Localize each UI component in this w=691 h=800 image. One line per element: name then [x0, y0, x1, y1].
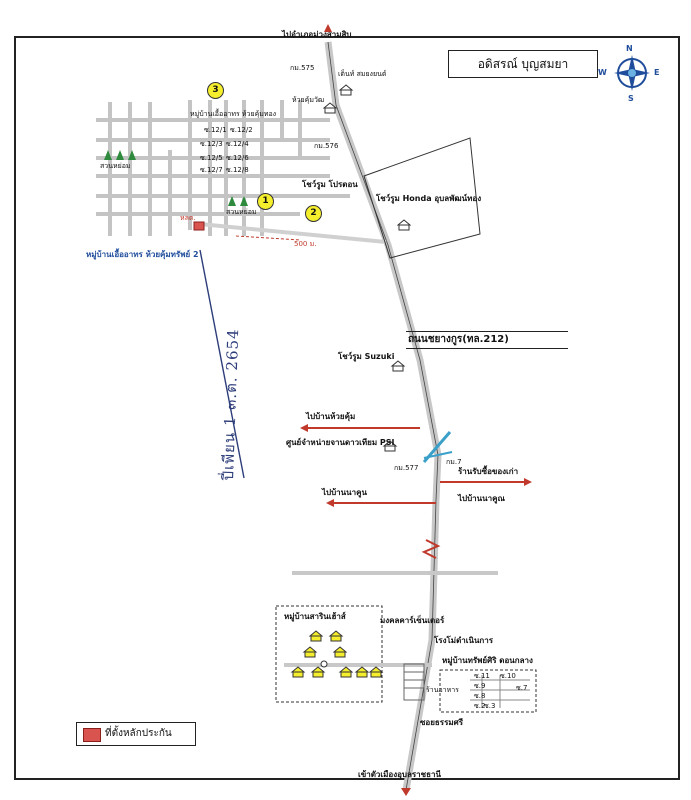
compass-e: E: [654, 68, 660, 77]
compass-w: W: [598, 68, 607, 77]
showroom-proton-label: โชว์รูม โปรตอน: [302, 180, 358, 189]
soi-label-n4: ซ.12/4: [226, 140, 249, 148]
soi-label-n1: ซ.12/1: [204, 126, 227, 134]
access-road: [199, 222, 387, 244]
village-north-label: หมู่บ้านเอื้ออาทร ห้วยคุ้มทอง: [190, 110, 277, 118]
marker-3: 3: [207, 82, 224, 99]
srisuk-block: [439, 669, 537, 713]
showroom-honda-label: โชว์รูม Honda อุบลพัฒน์ทอง: [376, 194, 482, 203]
village-srisuk-label: หมู่บ้านทรัพย์ศิริ ดอนกลาง: [442, 656, 533, 665]
main-road-label: ถนนชยางกูร(ทล.212): [406, 331, 568, 349]
creek: [422, 431, 452, 463]
arrow-south: [401, 788, 411, 796]
soi-label-n7: ซ.12/7: [200, 166, 223, 174]
tree-icons: [104, 150, 248, 206]
mongkol-label: มงคลคาร์เซ็นเตอร์: [380, 616, 445, 625]
collateral-plot-marker: [193, 221, 205, 231]
to-nakhun-w-label: ไปบ้านนาคูน: [322, 488, 367, 497]
soi-label-s2: ซ.10: [500, 672, 516, 680]
compass-s: S: [628, 94, 634, 103]
soi-label-s6: ซ.3: [484, 702, 496, 710]
shop-label: ร้านอาหาร: [426, 686, 459, 694]
arrow-north: [324, 24, 332, 32]
soi-label-n2: ซ.12/2: [230, 126, 253, 134]
soi-label-s4: ซ.8: [474, 692, 486, 700]
sarin-block: [275, 605, 383, 703]
used-shop-label: ร้านรับซื้อของเก่า: [458, 467, 519, 476]
km575-label: กม.575: [290, 64, 315, 72]
honda-lot: [363, 137, 481, 259]
soi-label: ซอยธรรมศรี: [420, 718, 464, 727]
soi-label-n6: ซ.12/6: [226, 154, 249, 162]
huaykhum-label: ห้วยคุ้มวัฒ: [292, 96, 325, 104]
to-nakhun-e-label: ไปบ้านนาคูณ: [458, 494, 505, 503]
garden2-label: สวนหย่อม: [226, 208, 257, 216]
soi-label-s7: ซ.2: [474, 702, 486, 710]
psi-label: ศูนย์จำหน่ายจานดาวเทียม PSI: [286, 438, 395, 447]
creek-2: [423, 451, 453, 459]
soi-label-s3: ซ.9: [474, 682, 486, 690]
soi-label-s1: ซ.11: [474, 672, 490, 680]
tent-label: เต็นท์ สมยงยนต์: [338, 70, 387, 78]
village-sarin-label: หมู่บ้านสารินเฮ้าส์: [284, 612, 346, 621]
distance-label: 500 ม.: [294, 240, 317, 248]
suzuki-label: โชว์รูม Suzuki: [338, 352, 395, 361]
compass-icon: [614, 55, 650, 91]
soi-label-n8: ซ.12/8: [226, 166, 249, 174]
marker-2: 2: [305, 205, 322, 222]
km576-label: กม.576: [314, 142, 339, 150]
legend: ที่ตั้งหลักประกัน: [76, 722, 196, 746]
legend-label: ที่ตั้งหลักประกัน: [105, 728, 172, 739]
house-icons: [322, 84, 412, 452]
km577-label: กม.577: [394, 464, 419, 472]
soi-label-n5: ซ.12/5: [200, 154, 223, 162]
marker-1: 1: [257, 193, 274, 210]
top-road-label: ไปอำเภอม่วงสามสิบ: [282, 30, 352, 39]
map-frame: [14, 36, 680, 780]
owner-name: อดิสรณ์ บุญสมยา: [448, 50, 598, 78]
soi-label-n3: ซ.12/3: [200, 140, 223, 148]
break-mark: [421, 539, 441, 559]
compass-n: N: [626, 44, 633, 53]
garden1-label: สวนหย่อม: [100, 162, 131, 170]
soi-label-s5: ซ.7: [516, 684, 528, 692]
to-huaykhum-label: ไปบ้านห้วยคุ้ม: [306, 412, 356, 421]
plot-tag-label: หลต.: [180, 214, 196, 222]
village-houses: [290, 630, 384, 678]
village-hk2-label: หมู่บ้านเอื้ออาทร ห้วยคุ้มทรัพย์ 2: [86, 250, 199, 259]
to-city-label: เข้าตัวเมืองอุบลราชธานี: [358, 770, 441, 779]
factory-label: โรงโม่ดำเนินการ: [434, 636, 494, 645]
handwritten-line: [199, 249, 245, 479]
legend-swatch: [83, 728, 101, 742]
km7-label: กม.7: [446, 458, 462, 466]
